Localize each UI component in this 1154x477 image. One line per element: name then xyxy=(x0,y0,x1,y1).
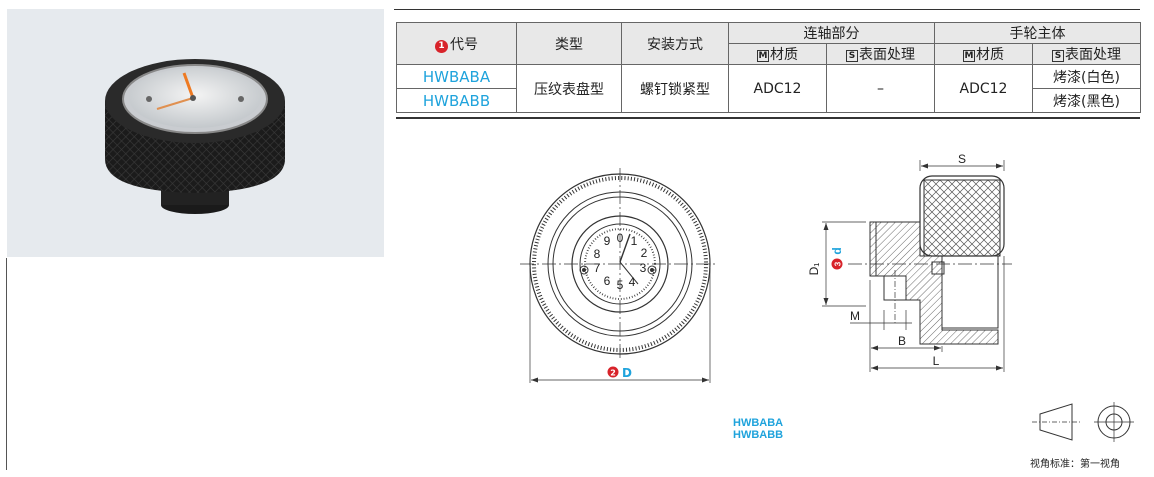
code-cell[interactable]: HWBABB xyxy=(396,88,517,113)
table-row: HWBABB 烤漆(黑色) xyxy=(396,88,1141,113)
dial-numbers: 0 1 2 3 4 5 6 7 8 9 xyxy=(594,231,648,292)
side-view-labels: S M B L D₁ 3 d xyxy=(807,152,966,368)
dial-number: 2 xyxy=(641,246,648,260)
frame-left-line xyxy=(6,258,7,470)
marker-D: 2 xyxy=(610,369,616,378)
marker-d: 3 xyxy=(834,261,843,266)
dim-S-text: S xyxy=(958,152,966,166)
dimension-D-label: 2 D xyxy=(607,366,632,380)
wheel-material-cell: ADC12 xyxy=(934,64,1033,113)
marker-material: M xyxy=(757,50,769,62)
marker-code: 1 xyxy=(435,39,448,53)
header-shaft-material-text: 材质 xyxy=(770,47,798,63)
shaft-surface-cell: – xyxy=(826,64,935,113)
dial-number: 7 xyxy=(594,261,601,275)
header-shaft-surface-text: 表面处理 xyxy=(859,47,915,63)
table-bottom-rule xyxy=(396,117,1140,119)
projection-note: 视角标准：第一视角 xyxy=(1030,459,1120,470)
dim-L-text: L xyxy=(933,354,940,368)
dim-M-text: M xyxy=(850,309,860,323)
mount-cell: 螺钉锁紧型 xyxy=(621,64,729,113)
projection-symbol-icon xyxy=(1032,402,1134,442)
table-row: HWBABA 压纹表盘型 螺钉锁紧型 ADC12 – ADC12 烤漆(白色) xyxy=(396,64,1141,113)
dial-number: 1 xyxy=(631,234,638,248)
wheel-surface-cell: 烤漆(黑色) xyxy=(1032,88,1141,113)
frame-top-line xyxy=(394,9,1140,10)
header-type: 类型 xyxy=(516,22,622,65)
dial-number: 0 xyxy=(617,231,624,245)
dial-number: 3 xyxy=(640,261,647,275)
dial-number: 9 xyxy=(604,234,611,248)
series-code: HWBABB xyxy=(733,429,784,441)
marker-surface-2: S xyxy=(1052,50,1064,62)
knob-photo-illustration xyxy=(105,59,285,214)
dial-number: 8 xyxy=(594,247,601,261)
marker-material-2: M xyxy=(963,50,975,62)
dial-number: 6 xyxy=(604,274,611,288)
dim-d-text: d xyxy=(830,247,844,254)
dial-number: 5 xyxy=(617,278,624,292)
dim-B-text: B xyxy=(898,334,906,348)
shaft-material-cell: ADC12 xyxy=(728,64,827,113)
side-view xyxy=(822,160,1012,372)
series-codes: HWBABA HWBABB xyxy=(733,417,783,441)
series-code: HWBABA xyxy=(733,417,784,429)
header-wheel-material-text: 材质 xyxy=(976,47,1004,63)
header-mount: 安装方式 xyxy=(621,22,729,65)
wheel-surface-cell: 烤漆(白色) xyxy=(1032,64,1141,89)
front-view xyxy=(520,168,718,383)
product-photo xyxy=(7,9,384,257)
header-code-text: 代号 xyxy=(450,36,478,53)
header-shaft-group: 连轴部分 xyxy=(728,22,935,44)
type-cell: 压纹表盘型 xyxy=(516,64,622,113)
dim-D-text: D xyxy=(622,366,632,380)
header-wheel-surface-text: 表面处理 xyxy=(1065,47,1121,63)
code-cell[interactable]: HWBABA xyxy=(396,64,517,89)
dim-D1-text: D₁ xyxy=(807,263,821,276)
marker-surface: S xyxy=(846,50,858,62)
dial-number: 4 xyxy=(629,275,636,289)
